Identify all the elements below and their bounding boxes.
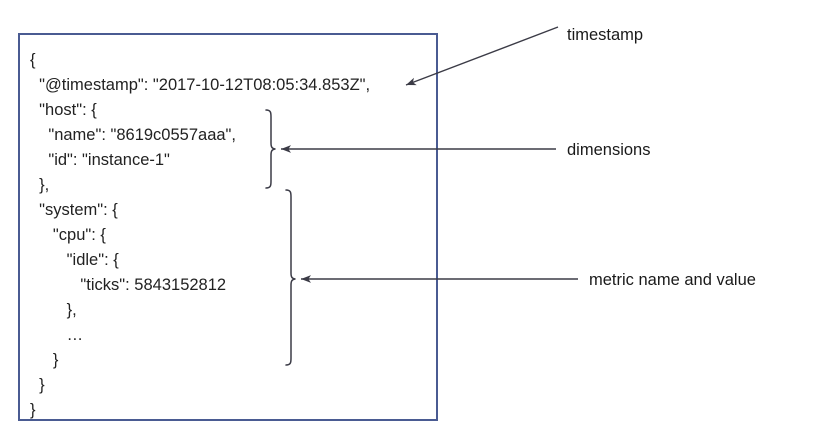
json-line-timestamp: "@timestamp": "2017-10-12T08:05:34.853Z"… [30, 76, 371, 94]
annotation-label-timestamp: timestamp [567, 26, 644, 44]
json-line: { [30, 51, 36, 69]
json-line-host-open: "host": { [30, 101, 97, 119]
json-line-host-name: "name": "8619c0557aaa", [30, 126, 236, 144]
json-line-ellipsis: … [30, 326, 84, 344]
json-code-block: { "@timestamp": "2017-10-12T08:05:34.853… [30, 48, 370, 423]
json-line-cpu-close: } [30, 351, 59, 369]
json-line-host-close: }, [30, 176, 50, 194]
json-line-system-close: } [30, 376, 45, 394]
json-line-host-id: "id": "instance-1" [30, 151, 170, 169]
json-line-ticks: "ticks": 5843152812 [30, 276, 227, 294]
json-line-system-open: "system": { [30, 201, 118, 219]
json-line-root-close: } [30, 401, 36, 419]
json-line-idle-open: "idle": { [30, 251, 119, 269]
json-document-box: { "@timestamp": "2017-10-12T08:05:34.853… [18, 33, 438, 421]
json-line-idle-close: }, [30, 301, 77, 319]
json-line-cpu-open: "cpu": { [30, 226, 106, 244]
annotation-label-dimensions: dimensions [567, 141, 651, 159]
annotation-label-metric: metric name and value [589, 271, 756, 289]
